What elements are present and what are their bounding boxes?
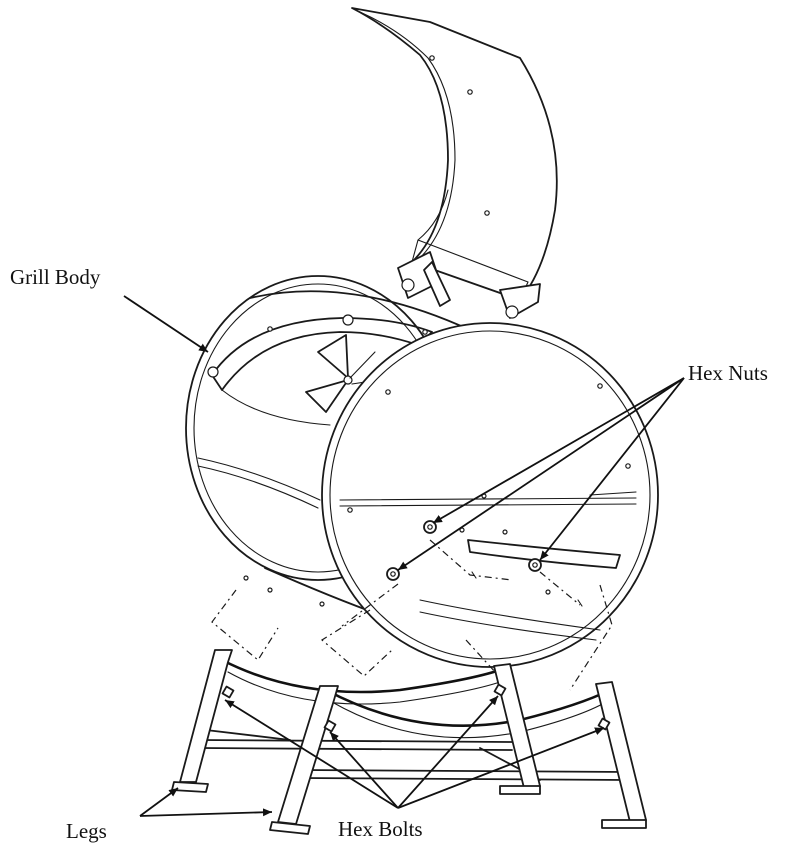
label-hex-bolts: Hex Bolts (338, 817, 423, 841)
hex-bolt (323, 719, 337, 733)
callout-arrows (123, 295, 685, 817)
label-grill-body: Grill Body (10, 265, 101, 289)
leg-stand (171, 649, 647, 835)
grill-front-opening (321, 322, 659, 668)
hex-bolt (493, 683, 507, 697)
assembly-guides (211, 539, 613, 691)
hex-nut (386, 567, 400, 581)
hex-bolt (597, 717, 611, 731)
hex-bolt (221, 685, 235, 699)
lid-hinges (397, 251, 541, 319)
hex-nut (423, 520, 437, 534)
hex-bolts (221, 683, 611, 733)
hex-nut (528, 558, 542, 572)
label-legs: Legs (66, 819, 107, 843)
label-hex-nuts: Hex Nuts (688, 361, 768, 385)
hex-nuts (386, 520, 583, 607)
leg (269, 685, 339, 835)
leg (595, 681, 647, 829)
grill-lid (351, 7, 558, 301)
leg (171, 649, 233, 793)
